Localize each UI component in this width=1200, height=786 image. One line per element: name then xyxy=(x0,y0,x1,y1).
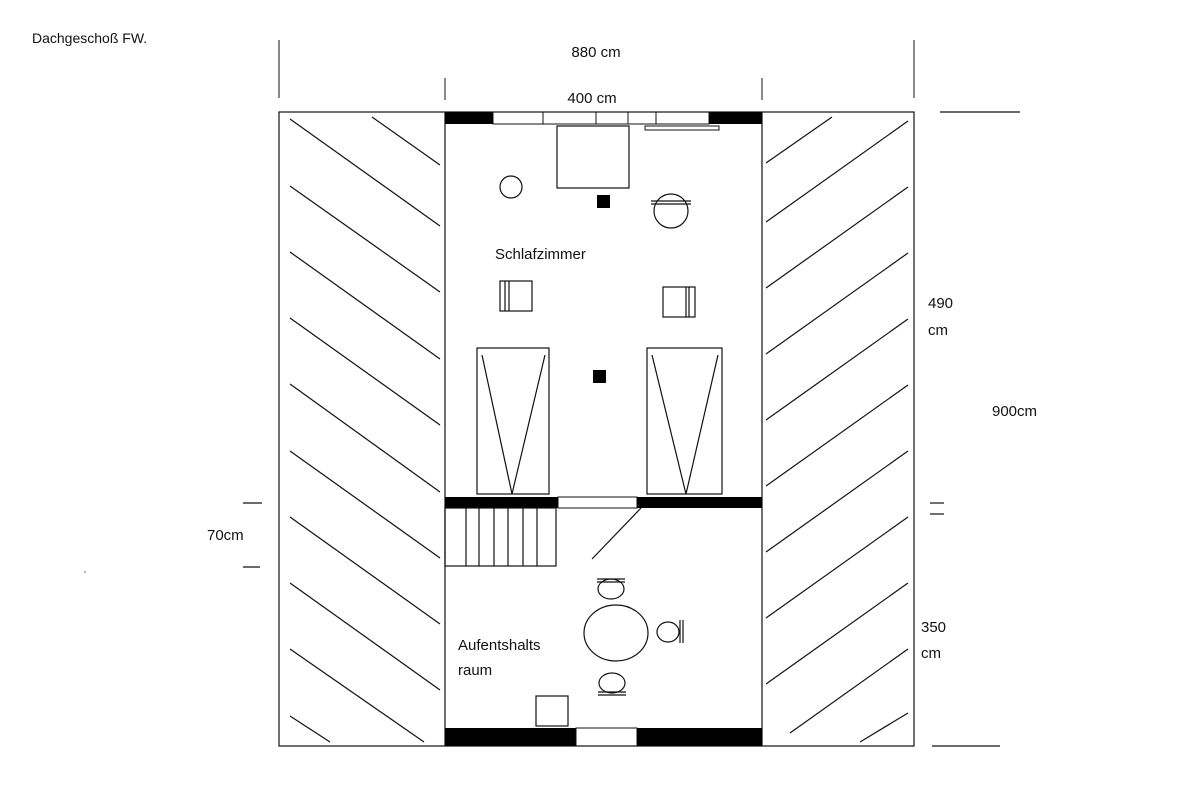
dimension-lines-top xyxy=(278,40,915,100)
dim-lower-height-unit: cm xyxy=(921,645,941,662)
round-table-icon xyxy=(499,175,523,199)
chair-top xyxy=(597,578,625,600)
dim-stair-gap: 70cm xyxy=(207,527,244,544)
dim-total-width: 880 cm xyxy=(571,44,620,61)
plan-title: Dachgeschoß FW. xyxy=(32,30,147,46)
radiator xyxy=(644,125,720,131)
room-label-lounge-line2: raum xyxy=(458,662,492,679)
stray-dot xyxy=(84,571,86,573)
staircase xyxy=(444,507,557,567)
room-label-bedroom: Schlafzimmer xyxy=(495,246,586,263)
dimension-lines-left xyxy=(243,502,262,568)
chimney-column xyxy=(597,195,610,208)
bottom-wall xyxy=(445,727,762,747)
middle-wall xyxy=(445,496,762,509)
bed-right xyxy=(646,347,723,495)
room-label-lounge-line1: Aufentshalts xyxy=(458,637,541,654)
chair-bottom xyxy=(598,672,626,696)
right-roof-slope-hatching xyxy=(765,116,909,743)
dining-table xyxy=(583,604,649,662)
dimension-lines-right xyxy=(930,111,1020,747)
nightstand-right xyxy=(662,286,696,318)
door-swing xyxy=(591,507,642,560)
armchair-icon xyxy=(651,193,691,229)
bed-left xyxy=(476,347,550,495)
side-cabinet xyxy=(535,695,569,727)
dim-lower-height-value: 350 xyxy=(921,619,946,636)
support-post xyxy=(593,370,606,383)
chair-right xyxy=(656,620,684,643)
dim-upper-height-unit: cm xyxy=(928,322,948,339)
building-outline xyxy=(278,111,915,747)
wardrobe xyxy=(556,125,630,189)
dim-total-height: 900cm xyxy=(992,403,1037,420)
dim-inner-width: 400 cm xyxy=(567,90,616,107)
left-roof-slope-hatching xyxy=(289,116,441,743)
dim-upper-height-value: 490 xyxy=(928,295,953,312)
top-wall xyxy=(445,111,762,125)
nightstand-left xyxy=(499,280,533,312)
